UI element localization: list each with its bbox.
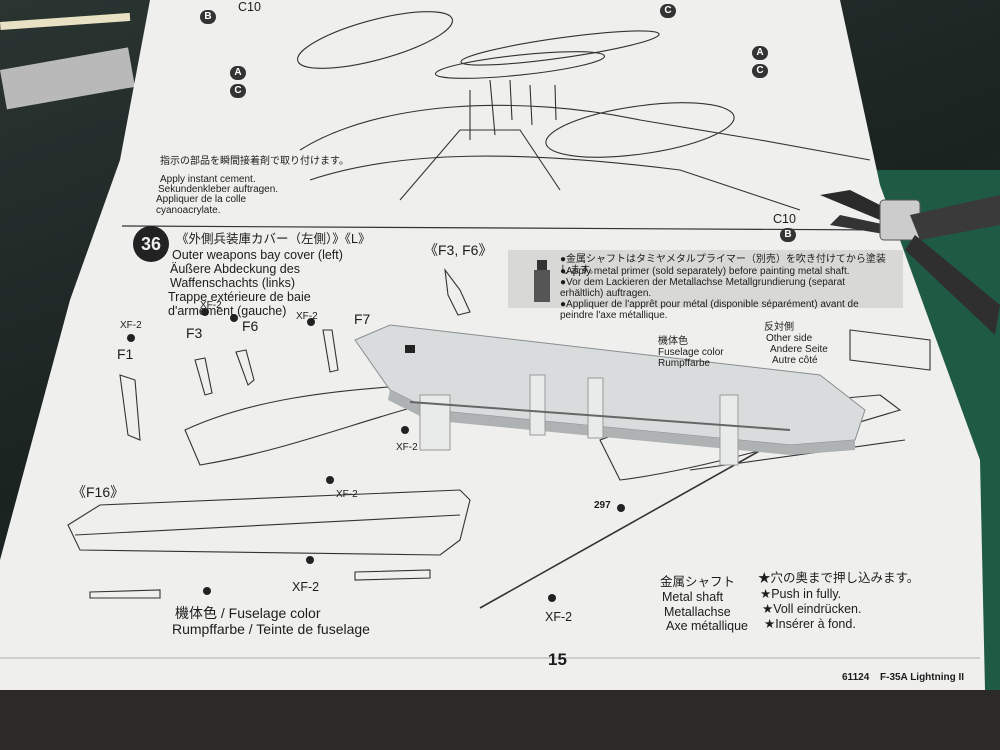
push-in-de: ★Voll eindrücken. <box>762 602 862 616</box>
step-title-jp: 《外側兵装庫カバー（左側）》《L》 <box>176 232 371 246</box>
model-part-bay-cover <box>354 324 866 466</box>
cement-note-de: Sekundenkleber auftragen. <box>158 184 279 195</box>
other-side-de: Andere Seite <box>770 344 828 355</box>
footer-code: 61124 <box>842 672 870 683</box>
badge-c-top: C <box>660 4 676 18</box>
badge-c-left: C <box>230 84 246 98</box>
part-f1: F1 <box>117 346 134 362</box>
fuselage-color-en: Fuselage color <box>658 347 724 358</box>
step-number: 36 <box>133 226 169 262</box>
primer-note-jp: ●金属シャフトはタミヤメタルプライマー（別売）を吹き付けてから塗装します。 <box>560 254 886 276</box>
part-f6: F6 <box>242 318 259 334</box>
cutter-pliers-icon <box>820 190 1000 335</box>
step-title-en: Outer weapons bay cover (left) <box>172 248 343 262</box>
shaft-number: 297 <box>594 500 611 511</box>
xf2-label-bottom: XF-2 <box>292 580 320 594</box>
desk-edge <box>0 690 1000 750</box>
paint-bottle-icon <box>534 260 550 302</box>
page-number: 15 <box>548 650 567 669</box>
metal-shaft-en: Metal shaft <box>662 590 724 604</box>
fuselage-color-jp: 機体色 <box>658 336 688 347</box>
brush-and-tools <box>0 12 135 110</box>
push-in-jp: ★穴の奥まで押し込みます。 <box>758 571 920 585</box>
badge-c-right: C <box>752 64 768 78</box>
callout-c10-right: C10 <box>773 212 796 226</box>
part-f7: F7 <box>354 311 371 327</box>
metal-shaft-fr: Axe métallique <box>666 619 748 633</box>
parts-callout-f3-f6: 《F3, F6》 <box>424 242 493 258</box>
push-in-fr: ★Insérer à fond. <box>764 617 856 631</box>
xf2-label-f1: XF-2 <box>120 320 142 331</box>
fuselage-color-de: Rumpffarbe <box>658 358 711 369</box>
push-in-en: ★Push in fully. <box>760 587 842 601</box>
other-side-en: Other side <box>766 333 813 344</box>
metal-shaft-de: Metallachse <box>664 605 731 619</box>
part-f3: F3 <box>186 325 203 341</box>
primer-note-en: ●Apply metal primer (sold separately) be… <box>560 266 850 277</box>
cement-note-fr: Appliquer de la colle cyanoacrylate. <box>156 194 247 216</box>
step-title-fr: Trappe extérieure de baie d'armement (ga… <box>168 290 311 318</box>
cement-note-jp: 指示の部品を瞬間接着剤で取り付けます。 <box>160 156 349 167</box>
callout-c10-left: C10 <box>238 0 261 14</box>
badge-b-right: B <box>780 228 796 242</box>
other-side-fr: Autre côté <box>772 355 818 366</box>
badge-b-left: B <box>200 10 216 24</box>
step-title-de: Äußere Abdeckung des Waffenschachts (lin… <box>170 262 300 290</box>
f16-callout: 《F16》 <box>72 484 125 500</box>
metal-shaft-jp: 金属シャフト <box>660 575 736 589</box>
primer-note-fr: ●Appliquer de l'apprêt pour métal (dispo… <box>560 299 859 321</box>
xf2-label-f7: XF-2 <box>296 311 318 322</box>
xf2-label-f16: XF-2 <box>336 489 358 500</box>
xf2-label-f3: XF-2 <box>200 300 222 311</box>
xf2-label-mid: XF-2 <box>396 442 418 453</box>
badge-a-left: A <box>230 66 246 80</box>
primer-note-de: ●Vor dem Lackieren der Metallachse Metal… <box>560 277 846 299</box>
xf2-label-shaft: XF-2 <box>545 610 573 624</box>
badge-a-right: A <box>752 46 768 60</box>
fuselage-color-line2: Rumpffarbe / Teinte de fuselage <box>172 621 370 637</box>
other-side-jp: 反対側 <box>764 322 794 333</box>
cement-note-en: Apply instant cement. <box>160 174 256 185</box>
fuselage-color-line1: 機体色 / Fuselage color <box>175 605 321 621</box>
footer-model: F-35A Lightning II <box>880 672 965 683</box>
